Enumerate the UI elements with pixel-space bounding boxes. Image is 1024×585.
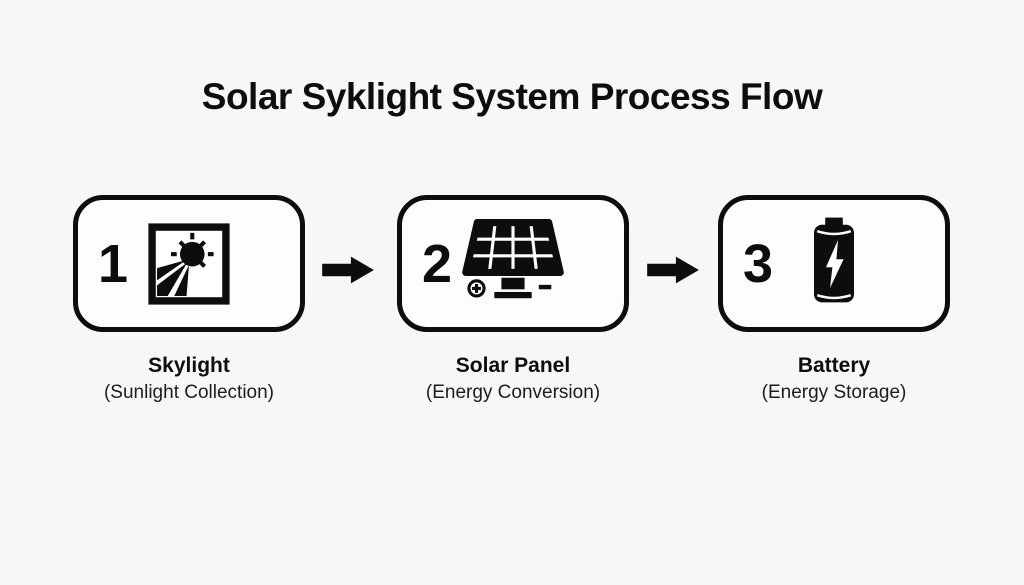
step-skylight-card: 1: [73, 195, 305, 332]
step-label: Solar Panel: [455, 354, 571, 377]
solar-panel-icon: [462, 219, 564, 299]
step-solar-panel: 2 Solar Panel (Energy Conver: [397, 195, 629, 405]
step-label: Skylight: [148, 354, 230, 377]
step-sublabel: (Sunlight Collection): [103, 382, 275, 404]
step-sublabel: (Energy Storage): [761, 382, 907, 404]
step-label: Battery: [797, 354, 871, 377]
step-sublabel: (Energy Conversion): [425, 382, 601, 404]
step-number: 2: [422, 233, 453, 294]
arrow-right-icon: [647, 256, 699, 284]
arrow-right-icon: [322, 256, 374, 284]
step-battery-card: 3: [718, 195, 950, 332]
step-number: 1: [98, 233, 129, 294]
battery-charging-icon: [814, 217, 854, 302]
diagram-title: Solar Syklight System Process Flow: [201, 76, 823, 117]
skylight-sun-icon: [148, 222, 230, 305]
step-skylight: 1 Skylight (Sunlight Collection): [73, 195, 305, 405]
step-battery: 3 Battery (Energy Storage): [718, 195, 950, 405]
step-solar-panel-card: 2: [397, 195, 629, 332]
step-number: 3: [743, 233, 774, 294]
